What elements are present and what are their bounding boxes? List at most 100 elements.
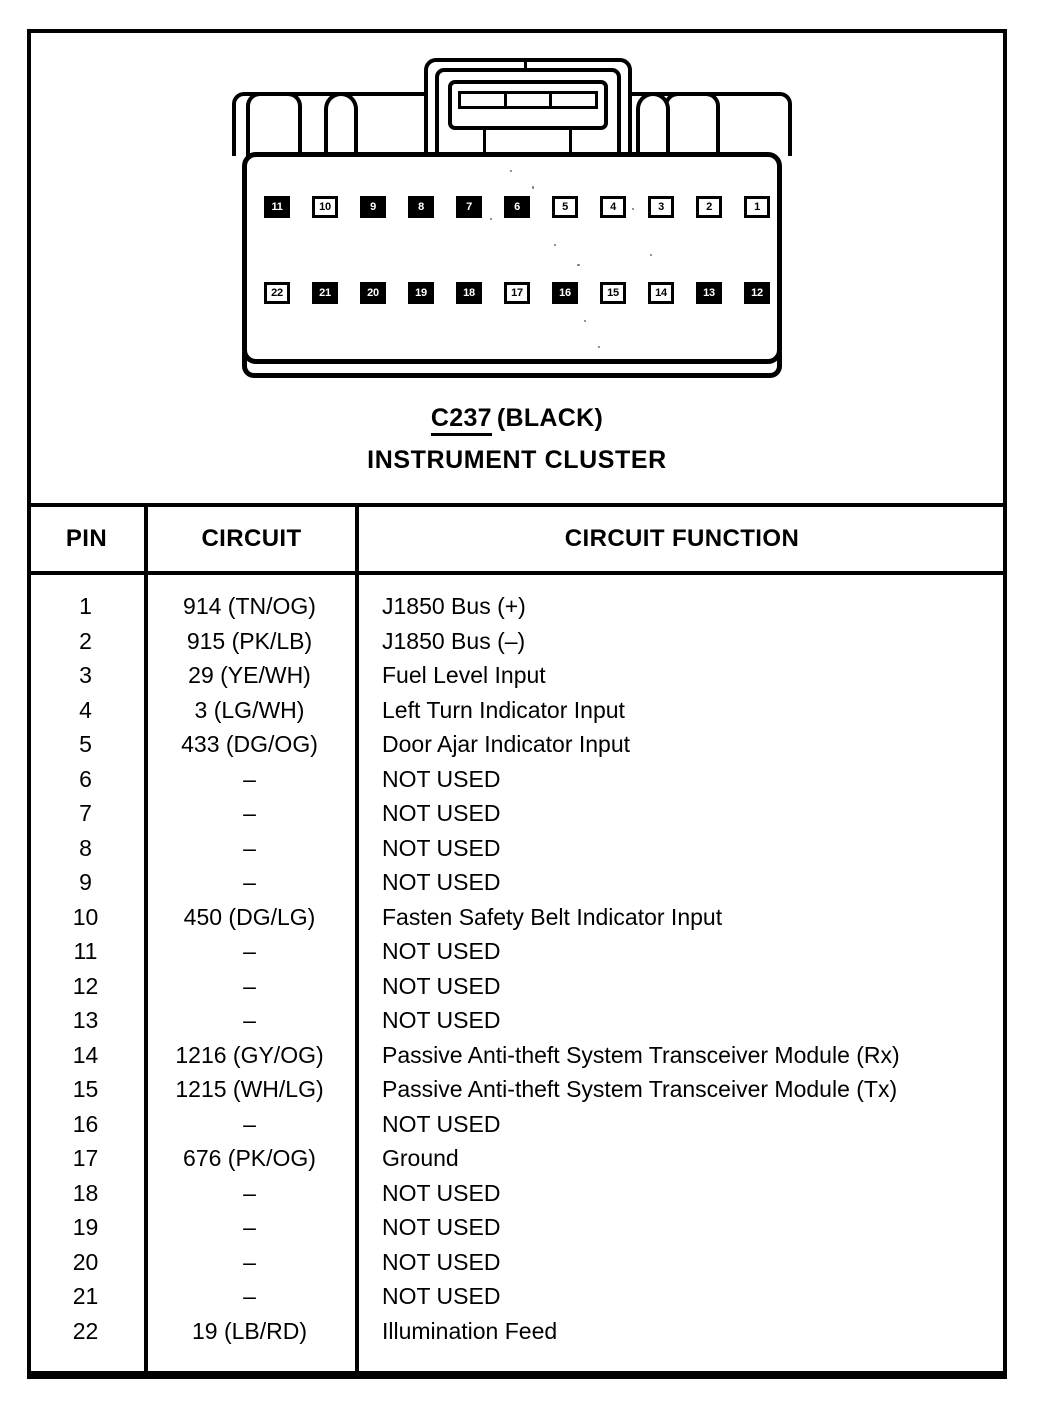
cell-circuit: 19 (LB/RD) — [191, 1317, 308, 1344]
connector-id-line: C237(BLACK) — [27, 404, 1007, 436]
table-row: 1 914 (TN/OG) J1850 Bus (+) — [27, 589, 1007, 624]
cell-pin: 11 — [73, 938, 98, 964]
cell-pin: 1 — [79, 593, 92, 619]
connector-latch-stem-left — [483, 128, 486, 158]
table-row: 16–NOT USED — [27, 1107, 1007, 1142]
page-border — [27, 29, 1007, 1375]
connector-tab-1 — [246, 92, 302, 158]
table-column-rule-2 — [355, 507, 359, 1379]
pin-box-label: 3 — [658, 200, 664, 213]
cell-circuit: – — [243, 834, 256, 861]
table-row: 21–NOT USED — [27, 1279, 1007, 1314]
cell-circuit-function: NOT USED — [382, 1179, 501, 1206]
cell-circuit: – — [243, 869, 256, 895]
cell-pin: 10 — [72, 903, 99, 930]
cell-circuit: – — [243, 1283, 256, 1309]
table-header-pin: PIN — [65, 525, 108, 552]
cell-circuit-function: Door Ajar Indicator Input — [382, 731, 631, 757]
pin-box-9: 9 — [360, 196, 386, 218]
cell-circuit: 915 (PK/LB) — [186, 627, 313, 654]
cell-circuit-function: NOT USED — [382, 1214, 501, 1240]
pin-box-7: 7 — [456, 196, 482, 218]
pin-box-18: 18 — [456, 282, 482, 304]
pin-box-19: 19 — [408, 282, 434, 304]
latch-slot-segment — [461, 94, 507, 106]
cell-circuit-function: Ground — [382, 1145, 459, 1171]
pin-row-top: 11 10 9 8 7 6 5 4 3 2 1 — [264, 196, 770, 218]
pin-box-20: 20 — [360, 282, 386, 304]
pin-box-16: 16 — [552, 282, 578, 304]
cell-circuit-function: Fasten Safety Belt Indicator Input — [382, 903, 723, 930]
table-row: 11–NOT USED — [27, 934, 1007, 969]
cell-pin: 14 — [72, 1041, 99, 1068]
table-row: 7 – NOT USED — [27, 796, 1007, 831]
connector-tab-4 — [664, 92, 720, 158]
cell-circuit: 1216 (GY/OG) — [175, 1041, 324, 1068]
pin-box-label: 10 — [319, 200, 331, 213]
cell-circuit: 914 (TN/OG) — [183, 593, 316, 619]
pin-box-label: 6 — [514, 200, 520, 213]
cell-pin: 19 — [72, 1214, 99, 1240]
pin-box-21: 21 — [312, 282, 338, 304]
scan-speckle — [510, 170, 512, 172]
connector-color: (BLACK) — [496, 404, 604, 432]
cell-circuit-function: Passive Anti-theft System Transceiver Mo… — [382, 1076, 898, 1102]
cell-circuit-function: NOT USED — [382, 869, 501, 895]
pin-box-label: 18 — [463, 286, 475, 299]
cell-circuit: – — [243, 1007, 256, 1033]
cell-circuit: – — [243, 972, 256, 999]
pin-box-label: 11 — [271, 200, 283, 213]
latch-slot-segment — [552, 94, 595, 106]
cell-pin: 17 — [72, 1145, 99, 1171]
pin-box-label: 5 — [562, 200, 568, 213]
cell-circuit-function: NOT USED — [382, 1007, 501, 1033]
pin-box-label: 20 — [367, 286, 379, 299]
pin-box-label: 19 — [415, 286, 427, 299]
cell-pin: 7 — [79, 800, 92, 826]
pin-box-2: 2 — [696, 196, 722, 218]
pin-box-5: 5 — [552, 196, 578, 218]
pin-box-label: 15 — [607, 286, 619, 299]
pin-box-label: 2 — [706, 200, 712, 213]
pin-box-3: 3 — [648, 196, 674, 218]
cell-circuit: – — [243, 1179, 256, 1206]
connector-caption: C237(BLACK) INSTRUMENT CLUSTER — [27, 404, 1007, 475]
table-header-function: CIRCUIT FUNCTION — [564, 525, 800, 552]
pin-box-1: 1 — [744, 196, 770, 218]
cell-pin: 9 — [79, 869, 92, 895]
cell-circuit-function: NOT USED — [382, 800, 501, 826]
cell-circuit: – — [243, 800, 256, 826]
connector-id: C237 — [430, 404, 492, 436]
scan-speckle — [650, 254, 652, 256]
pin-box-14: 14 — [648, 282, 674, 304]
cell-circuit-function: Left Turn Indicator Input — [382, 696, 625, 723]
scan-speckle — [554, 244, 556, 246]
cell-circuit: 1215 (WH/LG) — [175, 1076, 324, 1102]
pin-box-label: 14 — [655, 286, 667, 299]
pin-box-label: 16 — [559, 286, 571, 299]
connector-latch-notch — [524, 58, 527, 70]
connector-body — [242, 152, 782, 364]
cell-circuit-function: NOT USED — [382, 1248, 501, 1275]
table-row: 18–NOT USED — [27, 1176, 1007, 1211]
pin-box-label: 12 — [751, 286, 763, 299]
cell-pin: 20 — [72, 1248, 99, 1275]
cell-circuit: – — [243, 1110, 256, 1137]
pin-box-15: 15 — [600, 282, 626, 304]
cell-circuit-function: J1850 Bus (+) — [382, 593, 526, 619]
scan-speckle — [584, 320, 586, 322]
latch-slot-segment — [507, 94, 553, 106]
scan-speckle — [490, 218, 492, 220]
pin-box-label: 13 — [703, 286, 715, 299]
cell-circuit-function: Illumination Feed — [382, 1317, 558, 1344]
connector-tab-3 — [636, 92, 670, 158]
pin-box-label: 8 — [418, 200, 424, 213]
pin-box-label: 4 — [610, 200, 616, 213]
